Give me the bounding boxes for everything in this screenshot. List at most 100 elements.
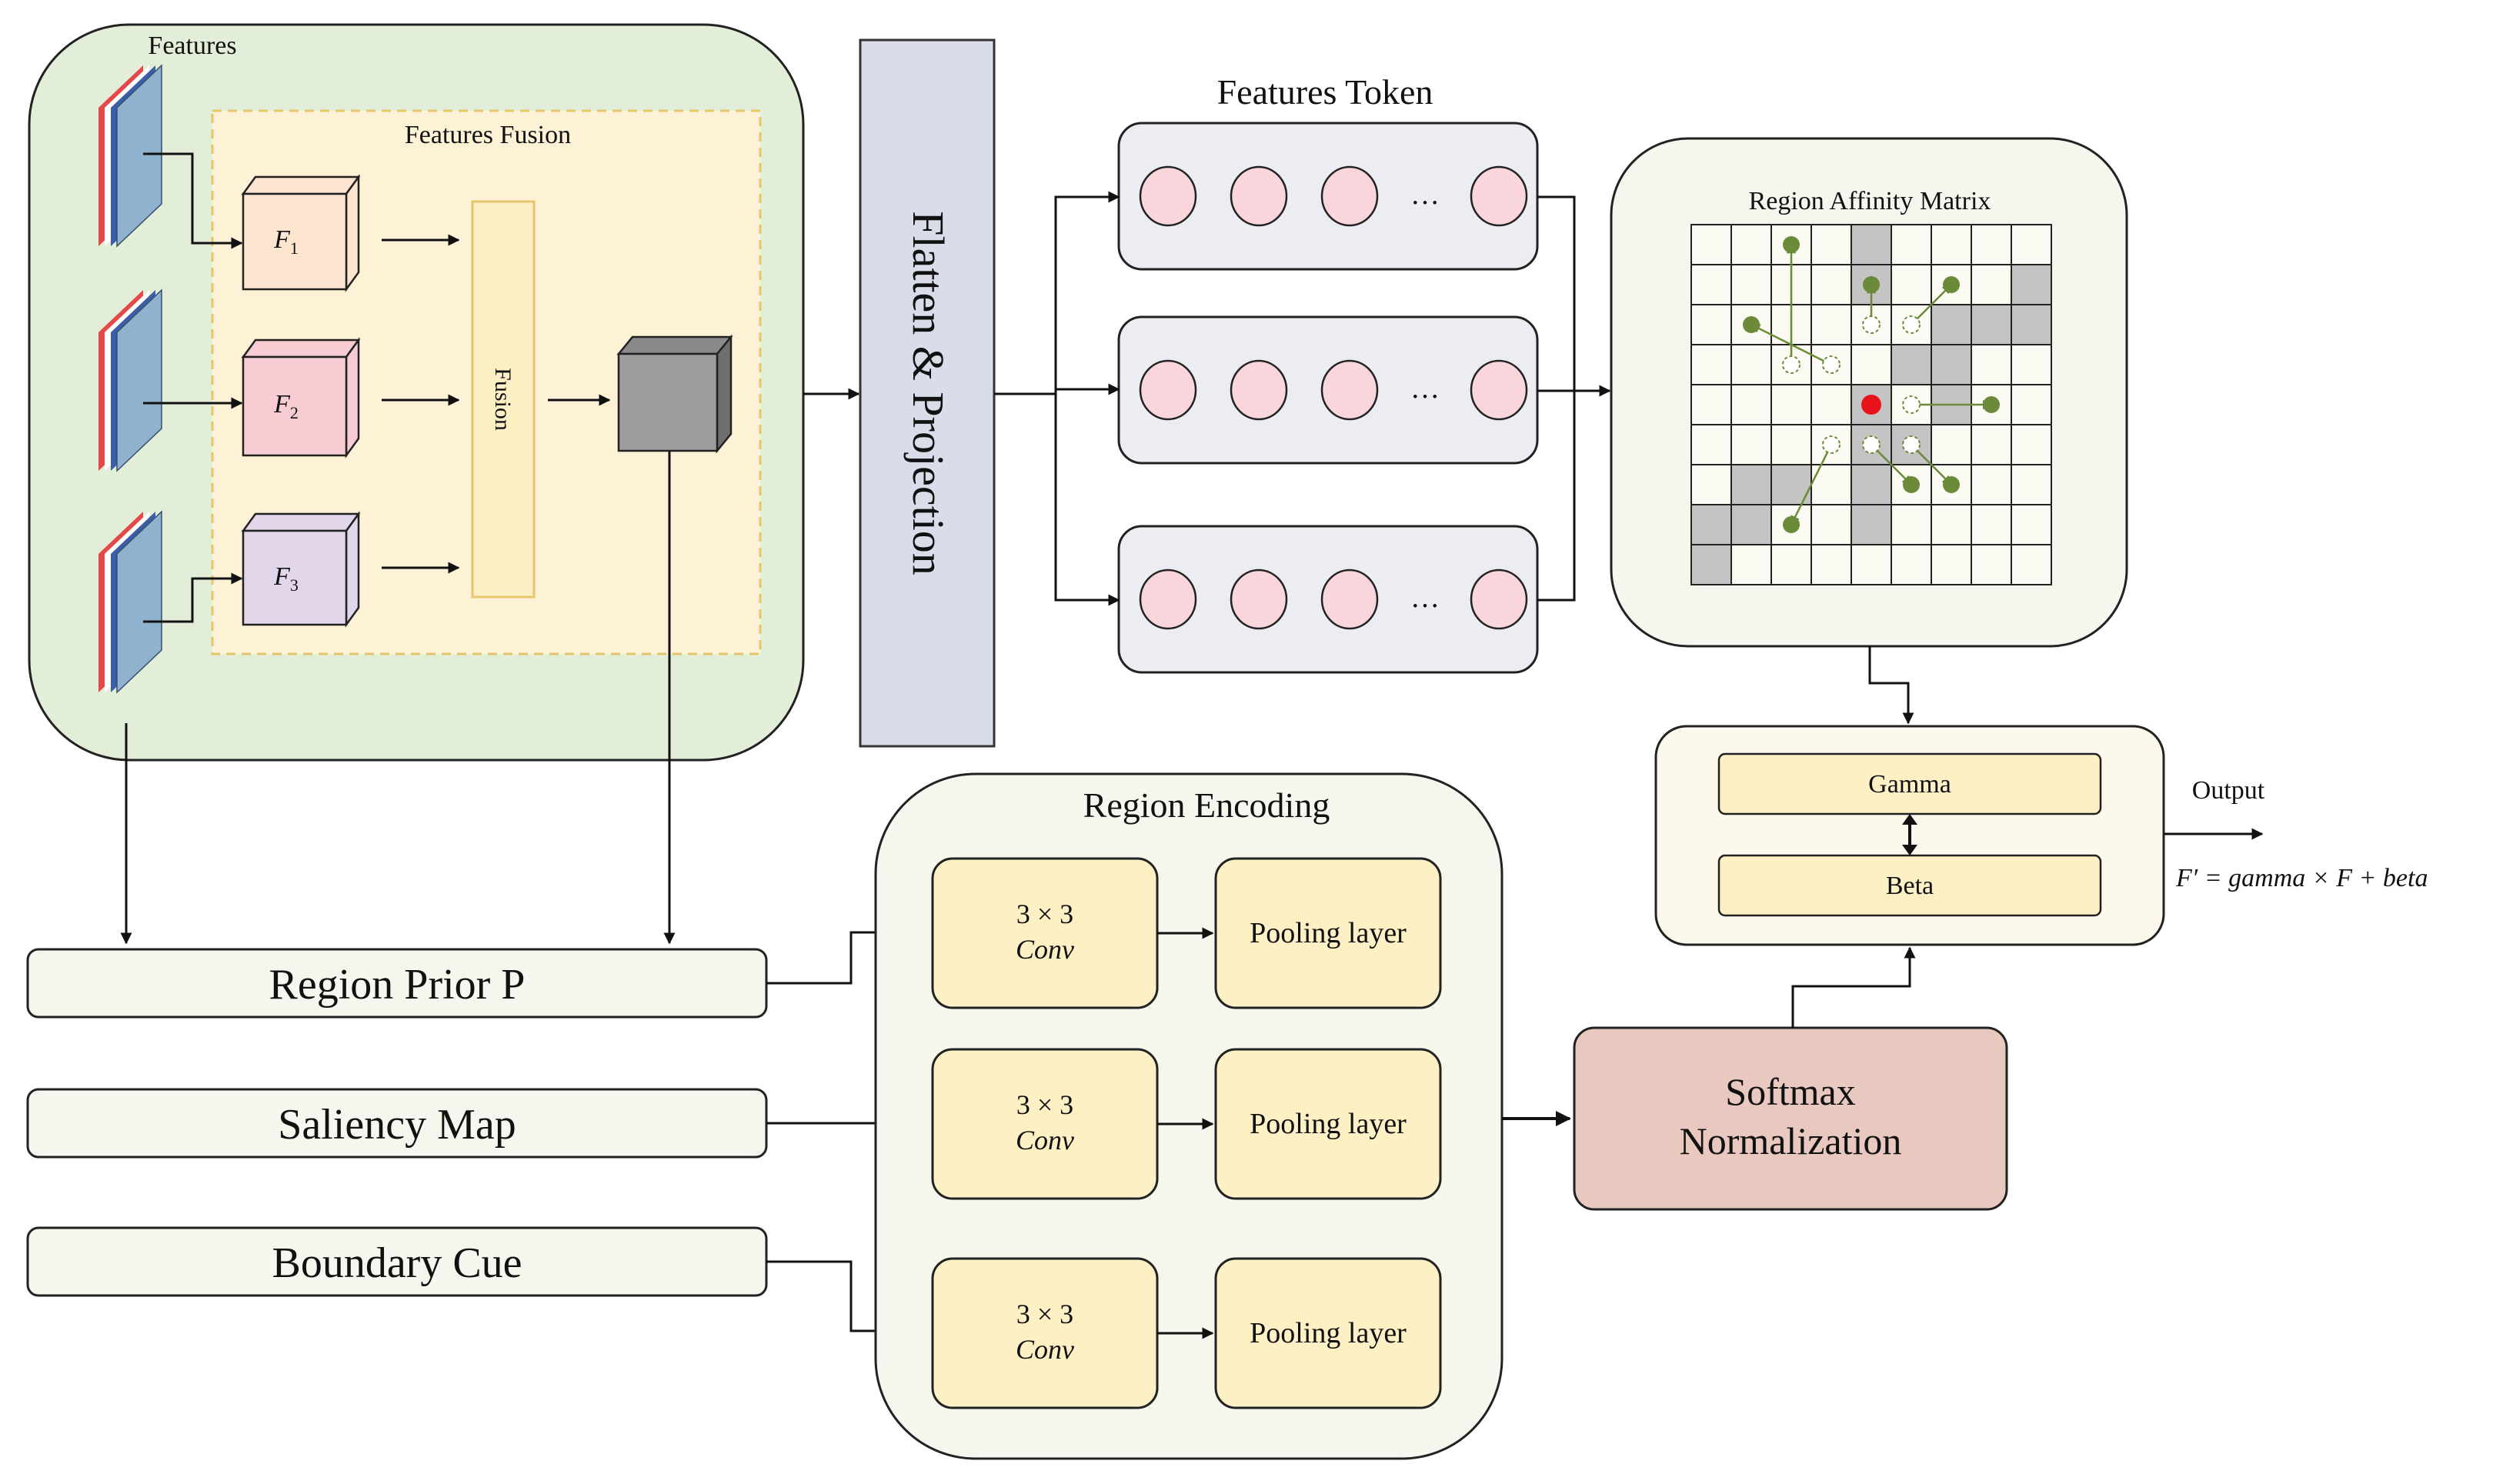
token-circle [1320,359,1379,421]
affinity-source-node [1822,355,1841,374]
affinity-cell [1851,224,1892,265]
affinity-cell [1811,384,1852,425]
token-circle [1320,165,1379,227]
affinity-cell [1931,504,1972,545]
features-token-label: Features Token [1217,72,1433,112]
region-prior-label: Region Prior P [269,961,526,1009]
saliency-map-label: Saliency Map [278,1101,516,1149]
svg-text:F2: F2 [273,390,299,422]
affinity-cell [2011,544,2052,585]
connector-token1-affinity [1537,195,1576,391]
affinity-cell [1811,224,1852,265]
affinity-cell [1851,504,1892,545]
affinity-cell [1931,424,1972,465]
pooling-block [1214,1257,1442,1409]
affinity-cell [1971,224,2012,265]
affinity-source-node [1902,315,1921,334]
affinity-arrow [1911,444,1952,485]
affinity-cell [1851,344,1892,385]
affinity-target-node [1983,396,2000,413]
flatten-projection-bar [859,38,996,748]
affinity-cell [1971,544,2012,585]
softmax-line2: Normalization [1680,1119,1902,1162]
affinity-source-node [1782,355,1800,374]
token-row-2: … [1117,315,1539,465]
affinity-cell [1971,304,2012,345]
affinity-cell [1931,344,1972,385]
affinity-cell [1891,224,1932,265]
pooling-block [1214,1048,1442,1200]
pooling-label: Pooling layer [1250,1108,1407,1140]
conv-size-label: 3 × 3 [1016,899,1073,929]
affinity-cell [1971,424,2012,465]
token-row-3: … [1117,525,1539,674]
affinity-arrow [1750,323,1832,366]
affinity-cell [1891,504,1932,545]
f3-block: F3 [241,511,361,628]
pooling-label: Pooling layer [1250,917,1407,949]
affinity-cell [1851,464,1892,505]
affinity-target-node [1783,516,1800,533]
affinity-cell [1730,224,1772,265]
token-circle [1470,359,1528,421]
affinity-grid [1690,224,2052,585]
svg-text:F1: F1 [273,225,299,258]
connector-fm3-f3 [143,572,243,623]
affinity-cell [2011,264,2052,305]
affinity-cell [1851,544,1892,585]
affinity-cell [1770,384,1812,425]
conv-size-label: 3 × 3 [1016,1089,1073,1120]
affinity-source-node [1822,435,1841,454]
token-circle [1139,359,1197,421]
affinity-label: Region Affinity Matrix [1749,187,1991,215]
softmax-line1: Softmax [1725,1070,1855,1113]
conv-type-label: Conv [1016,1334,1074,1365]
affinity-cell [1690,224,1732,265]
boundary-cue-label: Boundary Cue [272,1239,522,1287]
region-encoding-label: Region Encoding [1083,785,1330,825]
affinity-target-node [1863,276,1880,293]
token-ellipsis: … [1410,372,1440,405]
connector-affinity-modulation [1868,646,1914,725]
affinity-cell [1730,264,1772,305]
affinity-cell [2011,464,2052,505]
affinity-cell [2011,424,2052,465]
affinity-cell [1971,344,2012,385]
affinity-cell [1770,544,1812,585]
connector-softmax-modulation [1791,946,1916,1028]
token-ellipsis: … [1410,582,1440,614]
affinity-cell [1891,544,1932,585]
affinity-cell [1971,264,2012,305]
affinity-cell [1690,544,1732,585]
softmax-box [1573,1026,2008,1211]
affinity-cell [1730,344,1772,385]
affinity-target-node [1783,236,1800,253]
affinity-cell [1690,504,1732,545]
affinity-target-node [1943,276,1960,293]
affinity-cell [1730,504,1772,545]
affinity-cell [1730,464,1772,505]
conv-block [931,1048,1159,1200]
affinity-cell [1690,464,1732,505]
affinity-target-node [1903,476,1920,493]
affinity-center-node [1861,395,1881,415]
token-circle [1470,165,1528,227]
token-ellipsis: … [1410,178,1440,211]
affinity-cell [1931,304,1972,345]
affinity-target-node [1743,316,1760,333]
token-circle [1230,165,1288,227]
conv-size-label: 3 × 3 [1016,1299,1073,1329]
affinity-target-node [1943,476,1960,493]
fused-feature-cube [616,334,733,454]
affinity-cell [1690,424,1732,465]
feature-map-stack-3 [98,510,162,694]
affinity-cell [2011,344,2052,385]
output-label: Output [2192,776,2265,805]
affinity-source-node [1862,435,1881,454]
connector-fm1-f1 [143,152,243,249]
